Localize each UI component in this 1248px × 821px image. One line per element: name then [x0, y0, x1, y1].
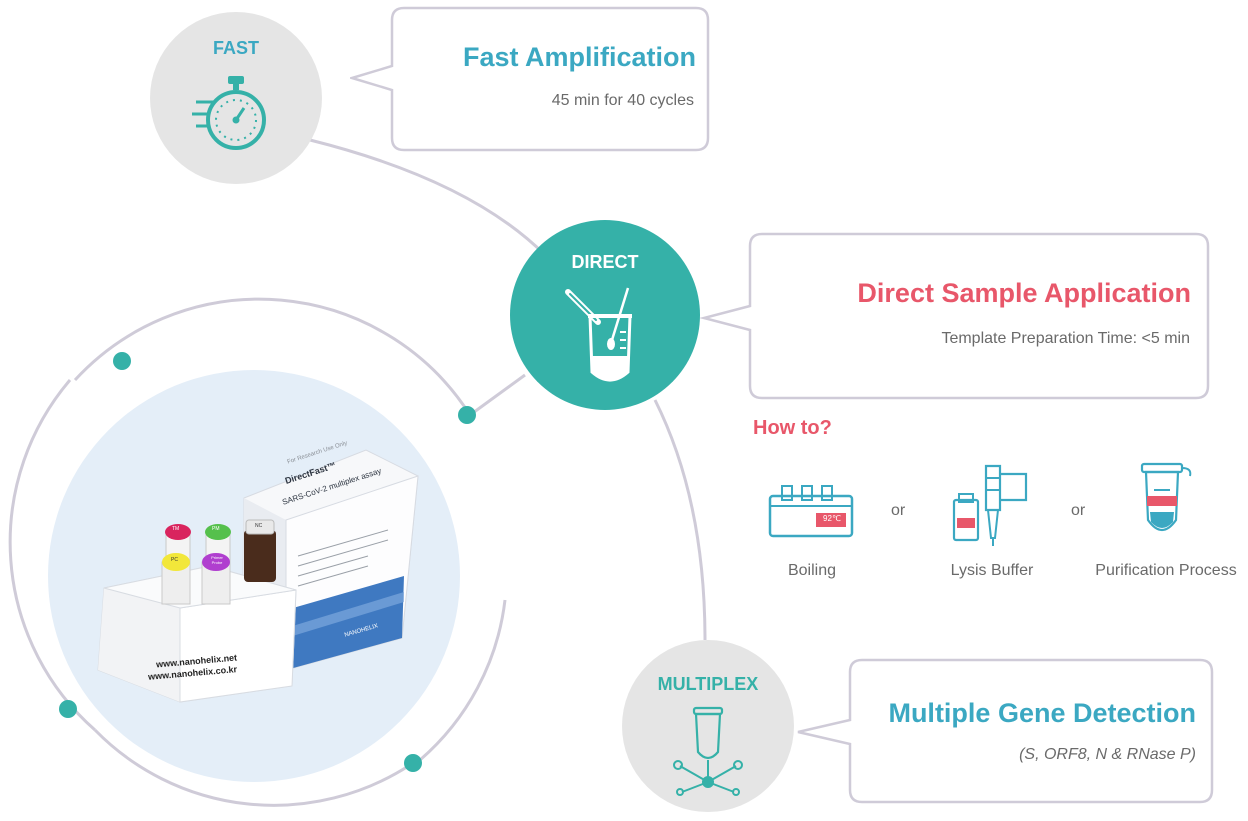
product-ring-arc-top — [73, 297, 472, 416]
how-to-heading: How to? — [753, 417, 832, 439]
multiplex-callout-subtitle: (S, ORF8, N & RNase P) — [1019, 746, 1196, 763]
vial-label: PC — [171, 557, 178, 563]
multiplex-node: MULTIPLEX — [622, 640, 794, 812]
product-ring-arc-left — [8, 379, 96, 732]
direct-product-connector — [469, 373, 526, 417]
product-kit-illustration — [97, 377, 419, 703]
multiplex-label: MULTIPLEX — [657, 674, 759, 694]
fast-callout-subtitle: 45 min for 40 cycles — [551, 92, 694, 109]
ring-dot — [404, 754, 422, 772]
fast-label: FAST — [212, 38, 259, 58]
heat-block-icon — [768, 485, 854, 538]
purification-tube-icon — [1140, 462, 1192, 532]
or-separator: or — [1071, 502, 1086, 519]
product-ring-arc-bottom — [93, 728, 411, 807]
stopwatch-icon — [192, 76, 266, 150]
vial-label: NC — [255, 523, 263, 529]
direct-multiplex-connector — [653, 399, 707, 641]
method-label-boiling: Boiling — [787, 562, 837, 579]
product-ring-arc-right — [419, 599, 507, 762]
multi-probe-tube-icon — [673, 706, 743, 796]
swab-tube-icon — [565, 287, 632, 382]
direct-label: DIRECT — [571, 252, 639, 272]
direct-callout-bubble — [700, 232, 1210, 400]
method-label-purification: Purification Process — [1095, 562, 1237, 579]
or-separator: or — [891, 502, 906, 519]
direct-callout-title: Direct Sample Application — [857, 278, 1191, 308]
pipette-buffer-icon — [952, 464, 1028, 546]
vial-label: PM — [212, 526, 220, 532]
product-photo: For Research Use Only DirectFast™ SARS-C… — [48, 370, 460, 782]
vial-label: TM — [172, 526, 180, 532]
fast-node: FAST — [150, 12, 322, 184]
vial-label: Primer Probe — [211, 555, 223, 565]
multiplex-callout-title: Multiple Gene Detection — [888, 698, 1196, 728]
fast-callout-bubble — [350, 6, 710, 152]
fast-direct-connector — [309, 138, 547, 257]
boiling-temp-readout: 92℃ — [823, 514, 841, 523]
ring-dot — [458, 406, 476, 424]
fast-callout-title: Fast Amplification — [462, 42, 696, 72]
ring-dot — [59, 700, 77, 718]
multiplex-callout-bubble — [797, 658, 1214, 804]
ring-dot — [113, 352, 131, 370]
direct-node: DIRECT — [510, 220, 700, 410]
direct-callout-subtitle: Template Preparation Time: <5 min — [941, 330, 1190, 347]
method-label-lysis-buffer: Lysis Buffer — [950, 562, 1034, 579]
